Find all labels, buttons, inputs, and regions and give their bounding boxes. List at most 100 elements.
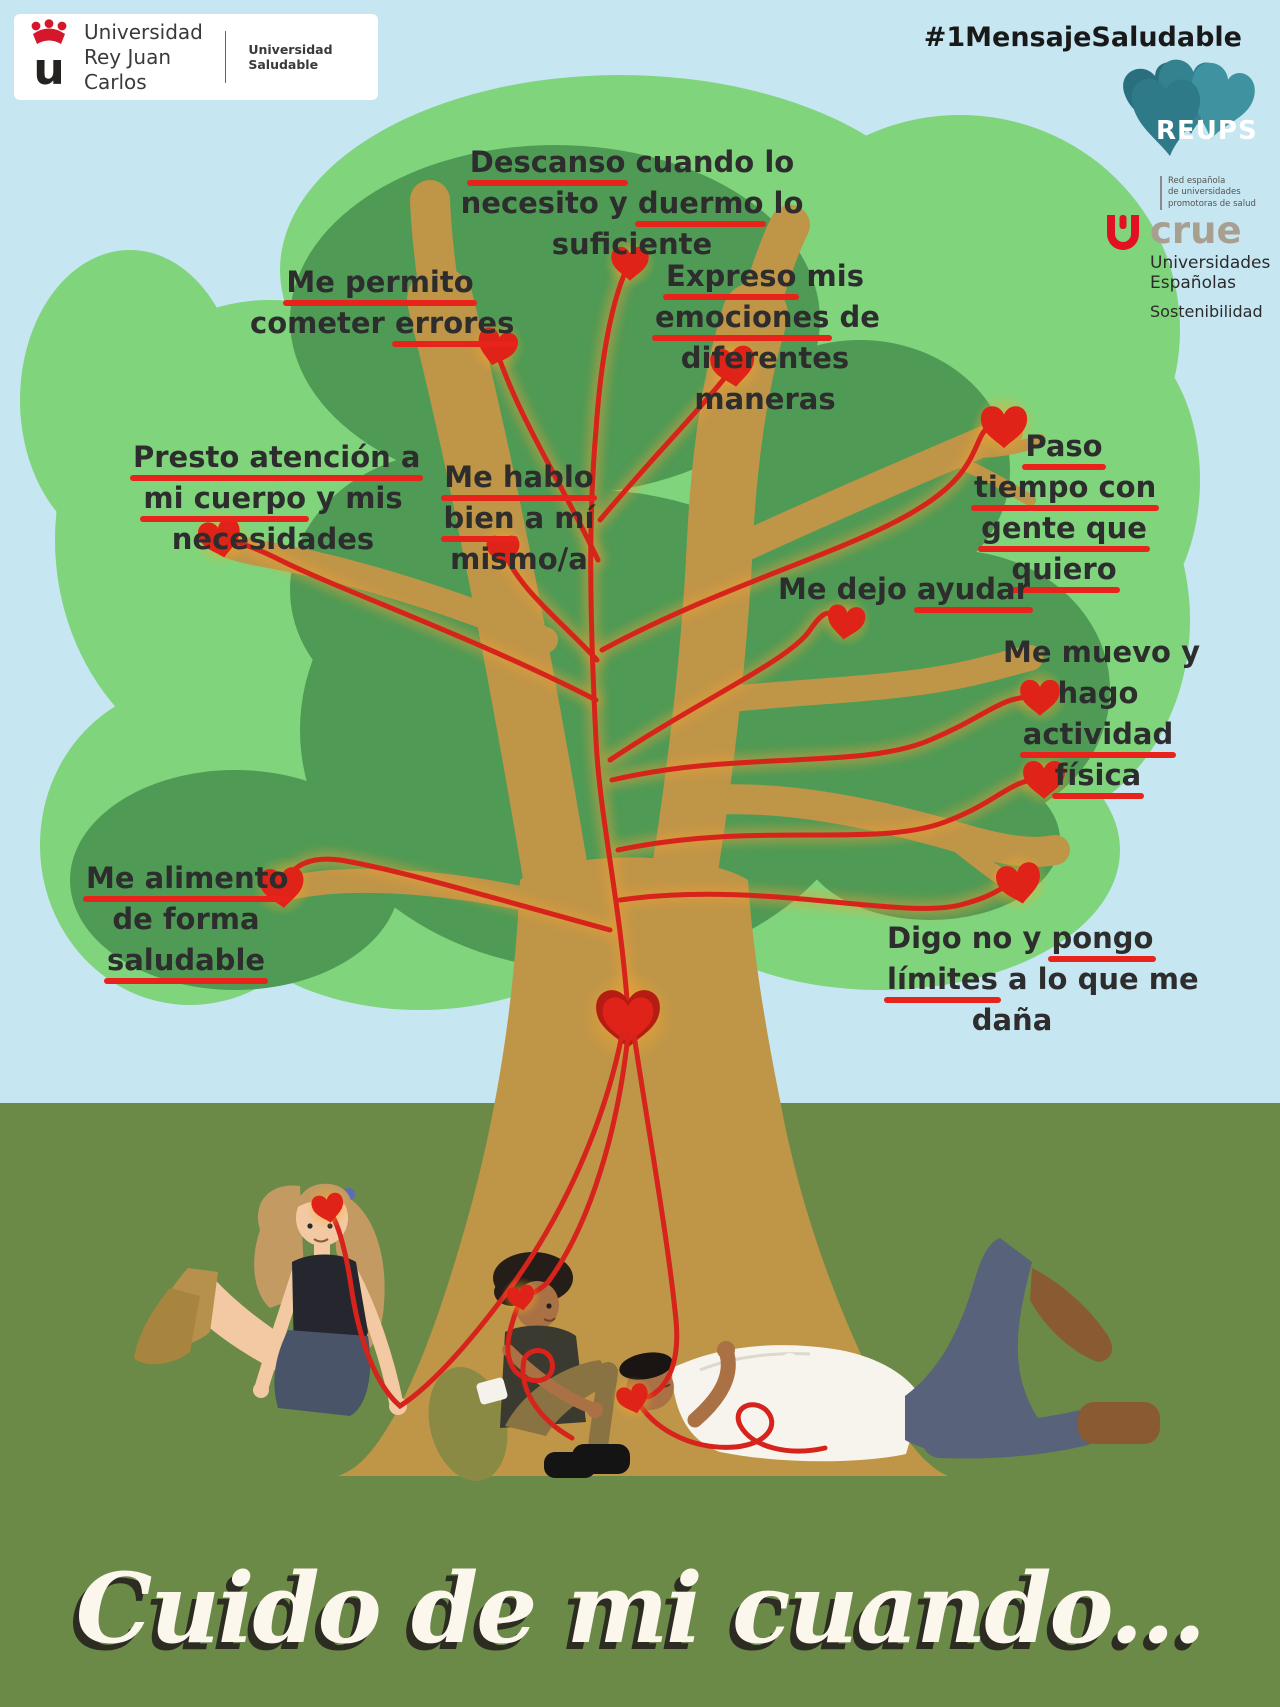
urjc-tagline: Universidad Saludable	[248, 42, 333, 72]
message-line: bien a mí	[424, 498, 614, 539]
man-boot	[1030, 1268, 1113, 1362]
crue-subtitle: Universidades Españolas	[1150, 253, 1271, 293]
message-line: necesidades	[133, 519, 413, 560]
message-line: actividad	[1003, 714, 1193, 755]
message-line: Me permito	[250, 262, 510, 303]
message-line: necesito y duermo lo	[452, 183, 812, 224]
underlined-text: Paso	[1025, 429, 1103, 463]
underlined-text: duermo	[637, 186, 764, 220]
plain-text: Digo no y	[887, 921, 1052, 955]
message-line: de forma	[86, 899, 286, 940]
urjc-u-glyph: u	[33, 44, 65, 95]
reups-hearts-icon: REUPS	[1122, 56, 1262, 174]
underlined-text: física	[1054, 758, 1142, 792]
underlined-text: errores	[394, 306, 515, 340]
plain-text: Me muevo y	[1003, 635, 1200, 669]
message-line: diferentes	[655, 338, 875, 379]
reups-name: REUPS	[1156, 116, 1258, 146]
plain-text: de forma	[112, 902, 260, 936]
message-line: maneras	[655, 379, 875, 420]
plain-text: diferentes	[680, 341, 850, 375]
plain-text: suficiente	[551, 227, 713, 261]
underlined-text: Me permito	[286, 265, 474, 299]
crue-sostenibilidad: Sostenibilidad	[1150, 302, 1263, 322]
underlined-text: límites	[887, 962, 998, 996]
message-line: límites a lo que me	[887, 959, 1199, 1000]
plain-text: y mis	[306, 481, 403, 515]
reups-sub-line: de universidades	[1168, 187, 1241, 198]
urjc-name-line1: Universidad	[84, 19, 203, 44]
plain-text: maneras	[694, 382, 836, 416]
hashtag: #1MensajeSaludable	[923, 22, 1242, 53]
plain-text: cuando lo	[625, 145, 795, 179]
plain-text: de	[829, 300, 880, 334]
paper-patch	[476, 1377, 508, 1405]
man-hair	[619, 1352, 673, 1380]
message-muevo: Me muevo y hago actividad física	[1003, 632, 1200, 796]
poster-title: Cuido de mi cuando...	[75, 1552, 1206, 1665]
urjc-name: Universidad Rey Juan Carlos	[84, 20, 203, 95]
plain-text: a mí	[514, 501, 595, 535]
message-line: Presto atención a	[133, 437, 420, 478]
underlined-text: Descanso	[469, 145, 626, 179]
message-line: Paso	[974, 426, 1154, 467]
message-line: Expreso mis	[655, 256, 875, 297]
urjc-crest-icon: u	[26, 19, 72, 95]
message-line: daña	[887, 1000, 1137, 1041]
crue-sub-line: Universidades	[1150, 253, 1271, 273]
plain-text: necesidades	[171, 522, 375, 556]
reups-sub-line: Red española	[1168, 176, 1226, 186]
crue-mark-icon	[1107, 215, 1139, 250]
message-line: saludable	[86, 940, 286, 981]
message-line: cometer errores	[250, 303, 514, 344]
man-boot	[1078, 1402, 1160, 1444]
man-jeans	[905, 1238, 1052, 1457]
message-line: mismo/a	[424, 539, 614, 580]
plain-text: mis	[796, 259, 864, 293]
message-line: mi cuerpo y mis	[133, 478, 413, 519]
person-man	[619, 1238, 1160, 1462]
underlined-text: pongo	[1051, 921, 1154, 955]
woman-boot	[134, 1288, 200, 1365]
plain-text: Me dejo	[778, 572, 918, 606]
plain-text: necesito y	[460, 186, 638, 220]
crue-sub-line: Españolas	[1150, 272, 1236, 293]
reups-logo: REUPS Red española de universidades prom…	[1122, 56, 1272, 211]
underlined-text: Presto atención a	[133, 440, 421, 474]
underlined-text: saludable	[106, 943, 266, 977]
underlined-text: actividad	[1022, 717, 1174, 751]
woman-shorts	[274, 1330, 371, 1416]
reups-sub-line: promotoras de salud	[1168, 198, 1256, 209]
plain-text: hago	[1057, 676, 1139, 710]
plain-text: cometer	[250, 306, 395, 340]
crue-logo: crue Universidades Españolas Sostenibili…	[1104, 209, 1271, 322]
underlined-text: bien	[443, 501, 515, 535]
reups-subtitle: Red española de universidades promotoras…	[1160, 176, 1272, 211]
child-boot	[544, 1452, 596, 1478]
message-line: Me hablo	[424, 457, 614, 498]
underlined-text: ayudar	[917, 572, 1030, 606]
message-line: física	[1003, 755, 1193, 796]
underlined-text: emociones	[655, 300, 830, 334]
message-line: hago	[1003, 673, 1193, 714]
underlined-text: Me hablo	[444, 460, 594, 494]
crue-name: crue	[1150, 209, 1242, 252]
divider	[224, 31, 227, 83]
urjc-logo: u Universidad Rey Juan Carlos Universida…	[14, 14, 378, 100]
heart-strings	[218, 259, 1044, 1015]
underlined-text: mi cuerpo	[143, 481, 307, 515]
plain-text: daña	[971, 1003, 1053, 1037]
message-line: gente que	[974, 508, 1154, 549]
plain-text: lo	[763, 186, 804, 220]
message-line: suficiente	[452, 224, 812, 265]
message-line: emociones de	[655, 297, 880, 338]
plain-text: a lo que me	[997, 962, 1199, 996]
